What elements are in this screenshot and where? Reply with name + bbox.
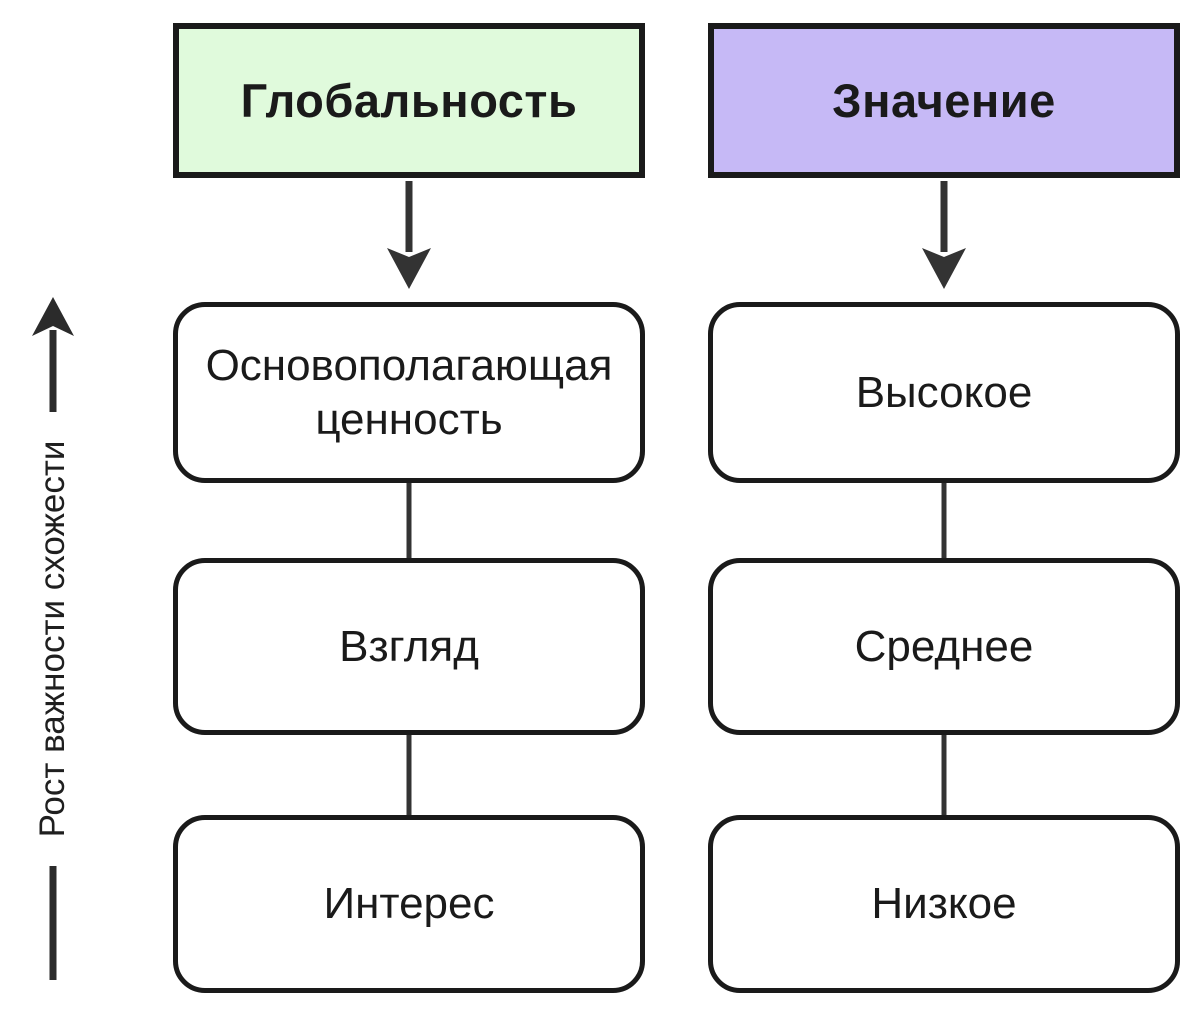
down-arrow-icon xyxy=(922,181,966,289)
axis-label: Рост важности схожести xyxy=(33,440,72,838)
node-vzglyad: Взгляд xyxy=(173,558,645,735)
node-label: Среднее xyxy=(854,621,1034,671)
node-osnovopolagayushchaya-cennost: Основополагающая ценность xyxy=(173,302,645,483)
node-label: Высокое xyxy=(855,367,1033,417)
node-vysokoe: Высокое xyxy=(708,302,1180,483)
node-srednee: Среднее xyxy=(708,558,1180,735)
column-header-znachenie: Значение xyxy=(708,23,1180,178)
axis-arrow-icon xyxy=(32,297,74,980)
node-label: Основополагающая ценность xyxy=(205,340,613,444)
node-label: Низкое xyxy=(871,879,1017,929)
column-header-label: Глобальность xyxy=(240,74,578,127)
node-label: Взгляд xyxy=(339,621,479,671)
column-header-label: Значение xyxy=(832,74,1056,127)
down-arrow-icon xyxy=(387,181,431,289)
node-label: Интерес xyxy=(323,879,495,929)
node-interes: Интерес xyxy=(173,815,645,993)
node-nizkoe: Низкое xyxy=(708,815,1180,993)
column-header-globalnost: Глобальность xyxy=(173,23,645,178)
